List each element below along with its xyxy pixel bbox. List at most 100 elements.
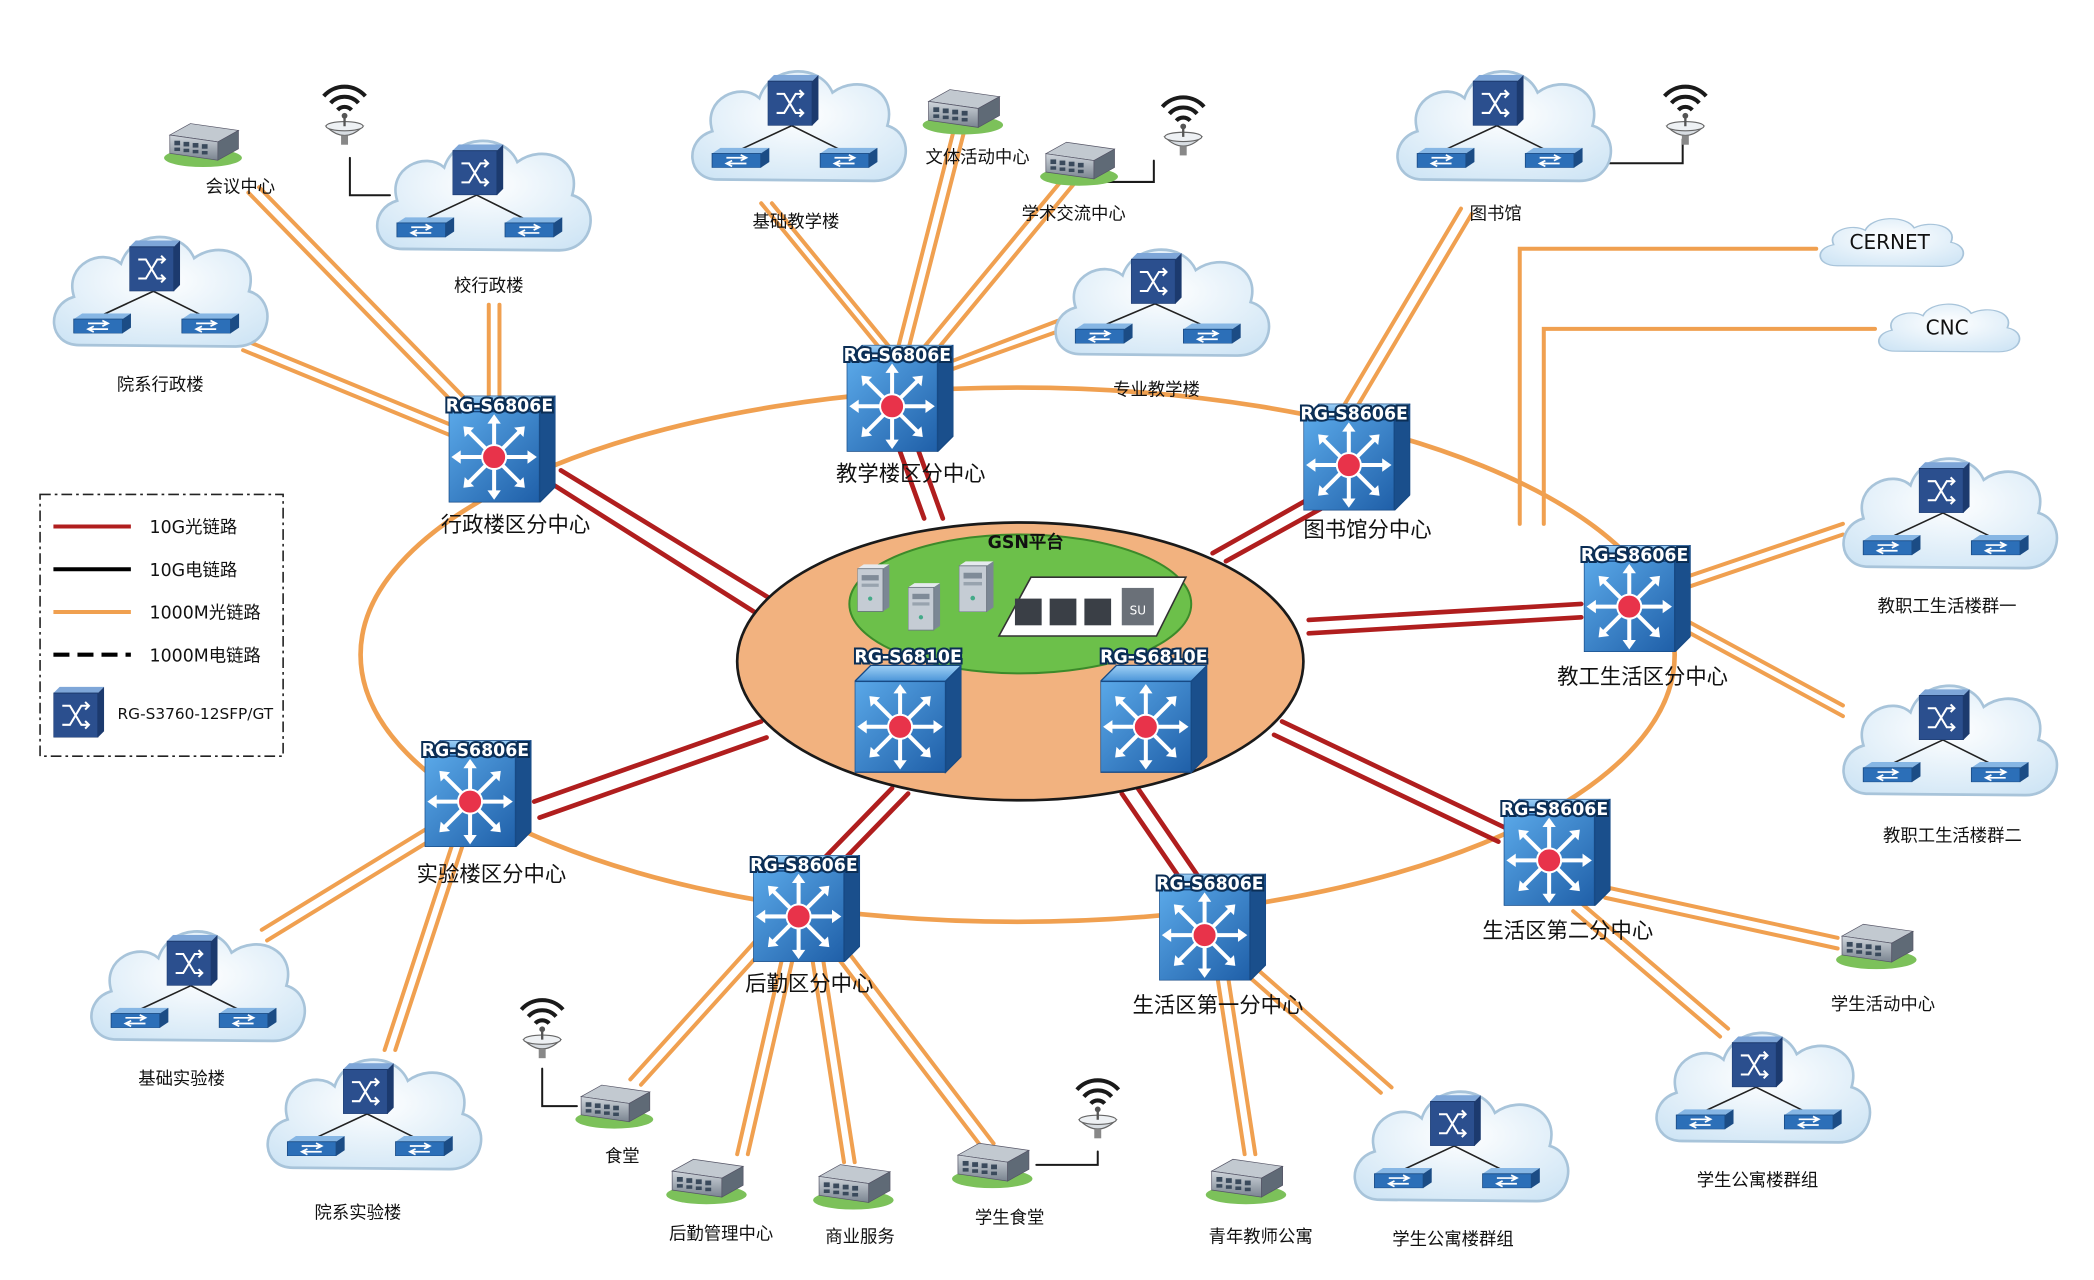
hub-life1[interactable]: RG-S6806E 生活区第一分中心 (1132, 873, 1303, 1019)
label-logistics-mgmt: 后勤管理中心 (669, 1225, 773, 1245)
server-icon (857, 563, 890, 612)
legend-item: 1000M光链路 (53, 604, 261, 624)
building-icon (163, 122, 243, 168)
workgroup-switch-icon (767, 74, 819, 126)
wireless-antenna-icon (324, 87, 366, 145)
access-switch-icon (396, 217, 455, 238)
label-staff-group2: 教职工生活楼群二 (1883, 827, 2022, 847)
legend-item: 1000M电链路 (53, 646, 261, 666)
core-switch-left[interactable]: RG-S6810E (852, 646, 964, 773)
label-commerce: 商业服务 (825, 1227, 894, 1247)
hub-model-label: RG-S6806E (1156, 875, 1264, 895)
cloud-dorm-mid[interactable] (1353, 1090, 1570, 1203)
access-switch-icon (1675, 1109, 1735, 1130)
workgroup-switch-icon (1731, 1036, 1783, 1088)
platform-title: GSN平台 (988, 532, 1064, 553)
hub-model-label: RG-S6806E (844, 346, 952, 366)
access-switch-icon (1524, 147, 1584, 168)
wireless-ties (348, 138, 1684, 1166)
building-icon (665, 1158, 748, 1205)
hub-model-label: RG-S8606E (1501, 800, 1609, 820)
legend-item: 10G光链路 (53, 518, 237, 538)
access-switch-icon (1074, 323, 1134, 344)
switch-model-icon (53, 686, 105, 738)
access-switch-icon (181, 313, 240, 334)
cloud-dept-admin[interactable] (52, 235, 269, 348)
hub-name-label: 后勤区分中心 (745, 972, 873, 997)
hub-model-label: RG-S8606E (1300, 405, 1407, 425)
hub-library[interactable]: RG-S8606E 图书馆分中心 (1298, 403, 1431, 544)
storage-panel: SU (997, 576, 1188, 637)
hub-name-label: 行政楼区分中心 (441, 513, 591, 538)
hub-life2[interactable]: RG-S8606E 生活区第二分中心 (1482, 798, 1653, 944)
server-icon (908, 582, 941, 631)
workgroup-switch-icon (1430, 1095, 1481, 1146)
building-icon (1205, 1158, 1287, 1205)
workgroup-switch-icon (129, 240, 181, 292)
access-switch-icon (819, 147, 879, 168)
hub-name-label: 生活区第二分中心 (1482, 919, 1653, 944)
legend-label: 10G电链路 (150, 561, 238, 581)
legend-label: 1000M电链路 (150, 646, 261, 666)
hub-name-label: 图书馆分中心 (1303, 518, 1431, 543)
wireless-antenna-icon (1665, 87, 1707, 145)
access-switch-icon (110, 1007, 170, 1028)
layer3-switch-icon (1100, 665, 1207, 772)
legend: 10G光链路 10G电链路 1000M光链路 1000M电链路 RG-S3760-12… (39, 493, 284, 757)
layer3-switch-icon (855, 665, 962, 772)
label-academic: 学术交流中心 (1022, 204, 1126, 224)
access-switch-icon (72, 313, 132, 334)
label-culture: 文体活动中心 (925, 148, 1029, 168)
cloud-cernet[interactable]: CERNET (1819, 217, 1965, 268)
label-staff-group1: 教职工生活楼群一 (1878, 597, 2017, 617)
label-canteen: 食堂 (605, 1147, 640, 1167)
cloud-dept-lab[interactable] (266, 1058, 483, 1171)
cloud-school-admin[interactable] (375, 139, 592, 252)
gsn-platform: GSN平台 SU (735, 521, 1305, 802)
label-basic-teach: 基础教学楼 (753, 212, 840, 232)
cloud-basic-lab[interactable] (90, 930, 307, 1043)
hub-layer: RG-S6806E行政楼区分中心RG-S6806E教学楼区分中心RG-S8606… (417, 344, 1728, 1019)
access-switch-icon (1783, 1109, 1843, 1130)
access-switch-icon (1416, 147, 1476, 168)
building-icon (574, 1084, 654, 1130)
hub-logistics[interactable]: RG-S8606E 后勤区分中心 (745, 854, 873, 997)
core-model-label: RG-S6810E (854, 648, 961, 668)
access-switch-icon (504, 217, 564, 238)
label-young-teacher: 青年教师公寓 (1209, 1227, 1313, 1247)
hub-name-label: 生活区第一分中心 (1132, 994, 1303, 1019)
legend-label: 10G光链路 (150, 518, 238, 538)
cloud-staff1[interactable] (1842, 457, 2059, 570)
workgroup-switch-icon (1472, 74, 1524, 126)
hub-name-label: 教工生活区分中心 (1557, 665, 1728, 690)
legend-switch-model: RG-S3760-12SFP/GT (118, 705, 274, 723)
access-switch-icon (1373, 1168, 1433, 1189)
hub-name-label: 实验楼区分中心 (417, 863, 567, 888)
core-model-label: RG-S6810E (1100, 648, 1208, 668)
label-student-activity: 学生活动中心 (1831, 995, 1935, 1015)
cloud-dorm-right[interactable] (1655, 1031, 1872, 1144)
hub-model-label: RG-S8606E (750, 856, 857, 876)
wireless-antenna-icon (1077, 1080, 1119, 1138)
core-switch-right[interactable]: RG-S6810E (1098, 646, 1210, 773)
cloud-cnc[interactable]: CNC (1877, 303, 2021, 353)
access-switch-icon (218, 1007, 278, 1028)
cloud-library[interactable] (1396, 70, 1613, 183)
workgroup-switch-icon (1918, 462, 1970, 513)
cloud-cnc-label: CNC (1926, 316, 1969, 340)
access-switch-icon (1182, 323, 1242, 344)
access-switch-icon (394, 1135, 454, 1157)
cloud-pro-teach[interactable] (1054, 248, 1271, 357)
panel-badge: SU (1130, 604, 1146, 618)
cloud-staff2[interactable] (1842, 684, 2059, 797)
wireless-antenna-icon (521, 1000, 563, 1058)
access-switch-icon (1862, 762, 1922, 783)
cloud-basic-teach[interactable] (690, 70, 908, 183)
label-dept-lab: 院系实验楼 (315, 1203, 402, 1223)
label-meeting: 会议中心 (206, 178, 275, 198)
